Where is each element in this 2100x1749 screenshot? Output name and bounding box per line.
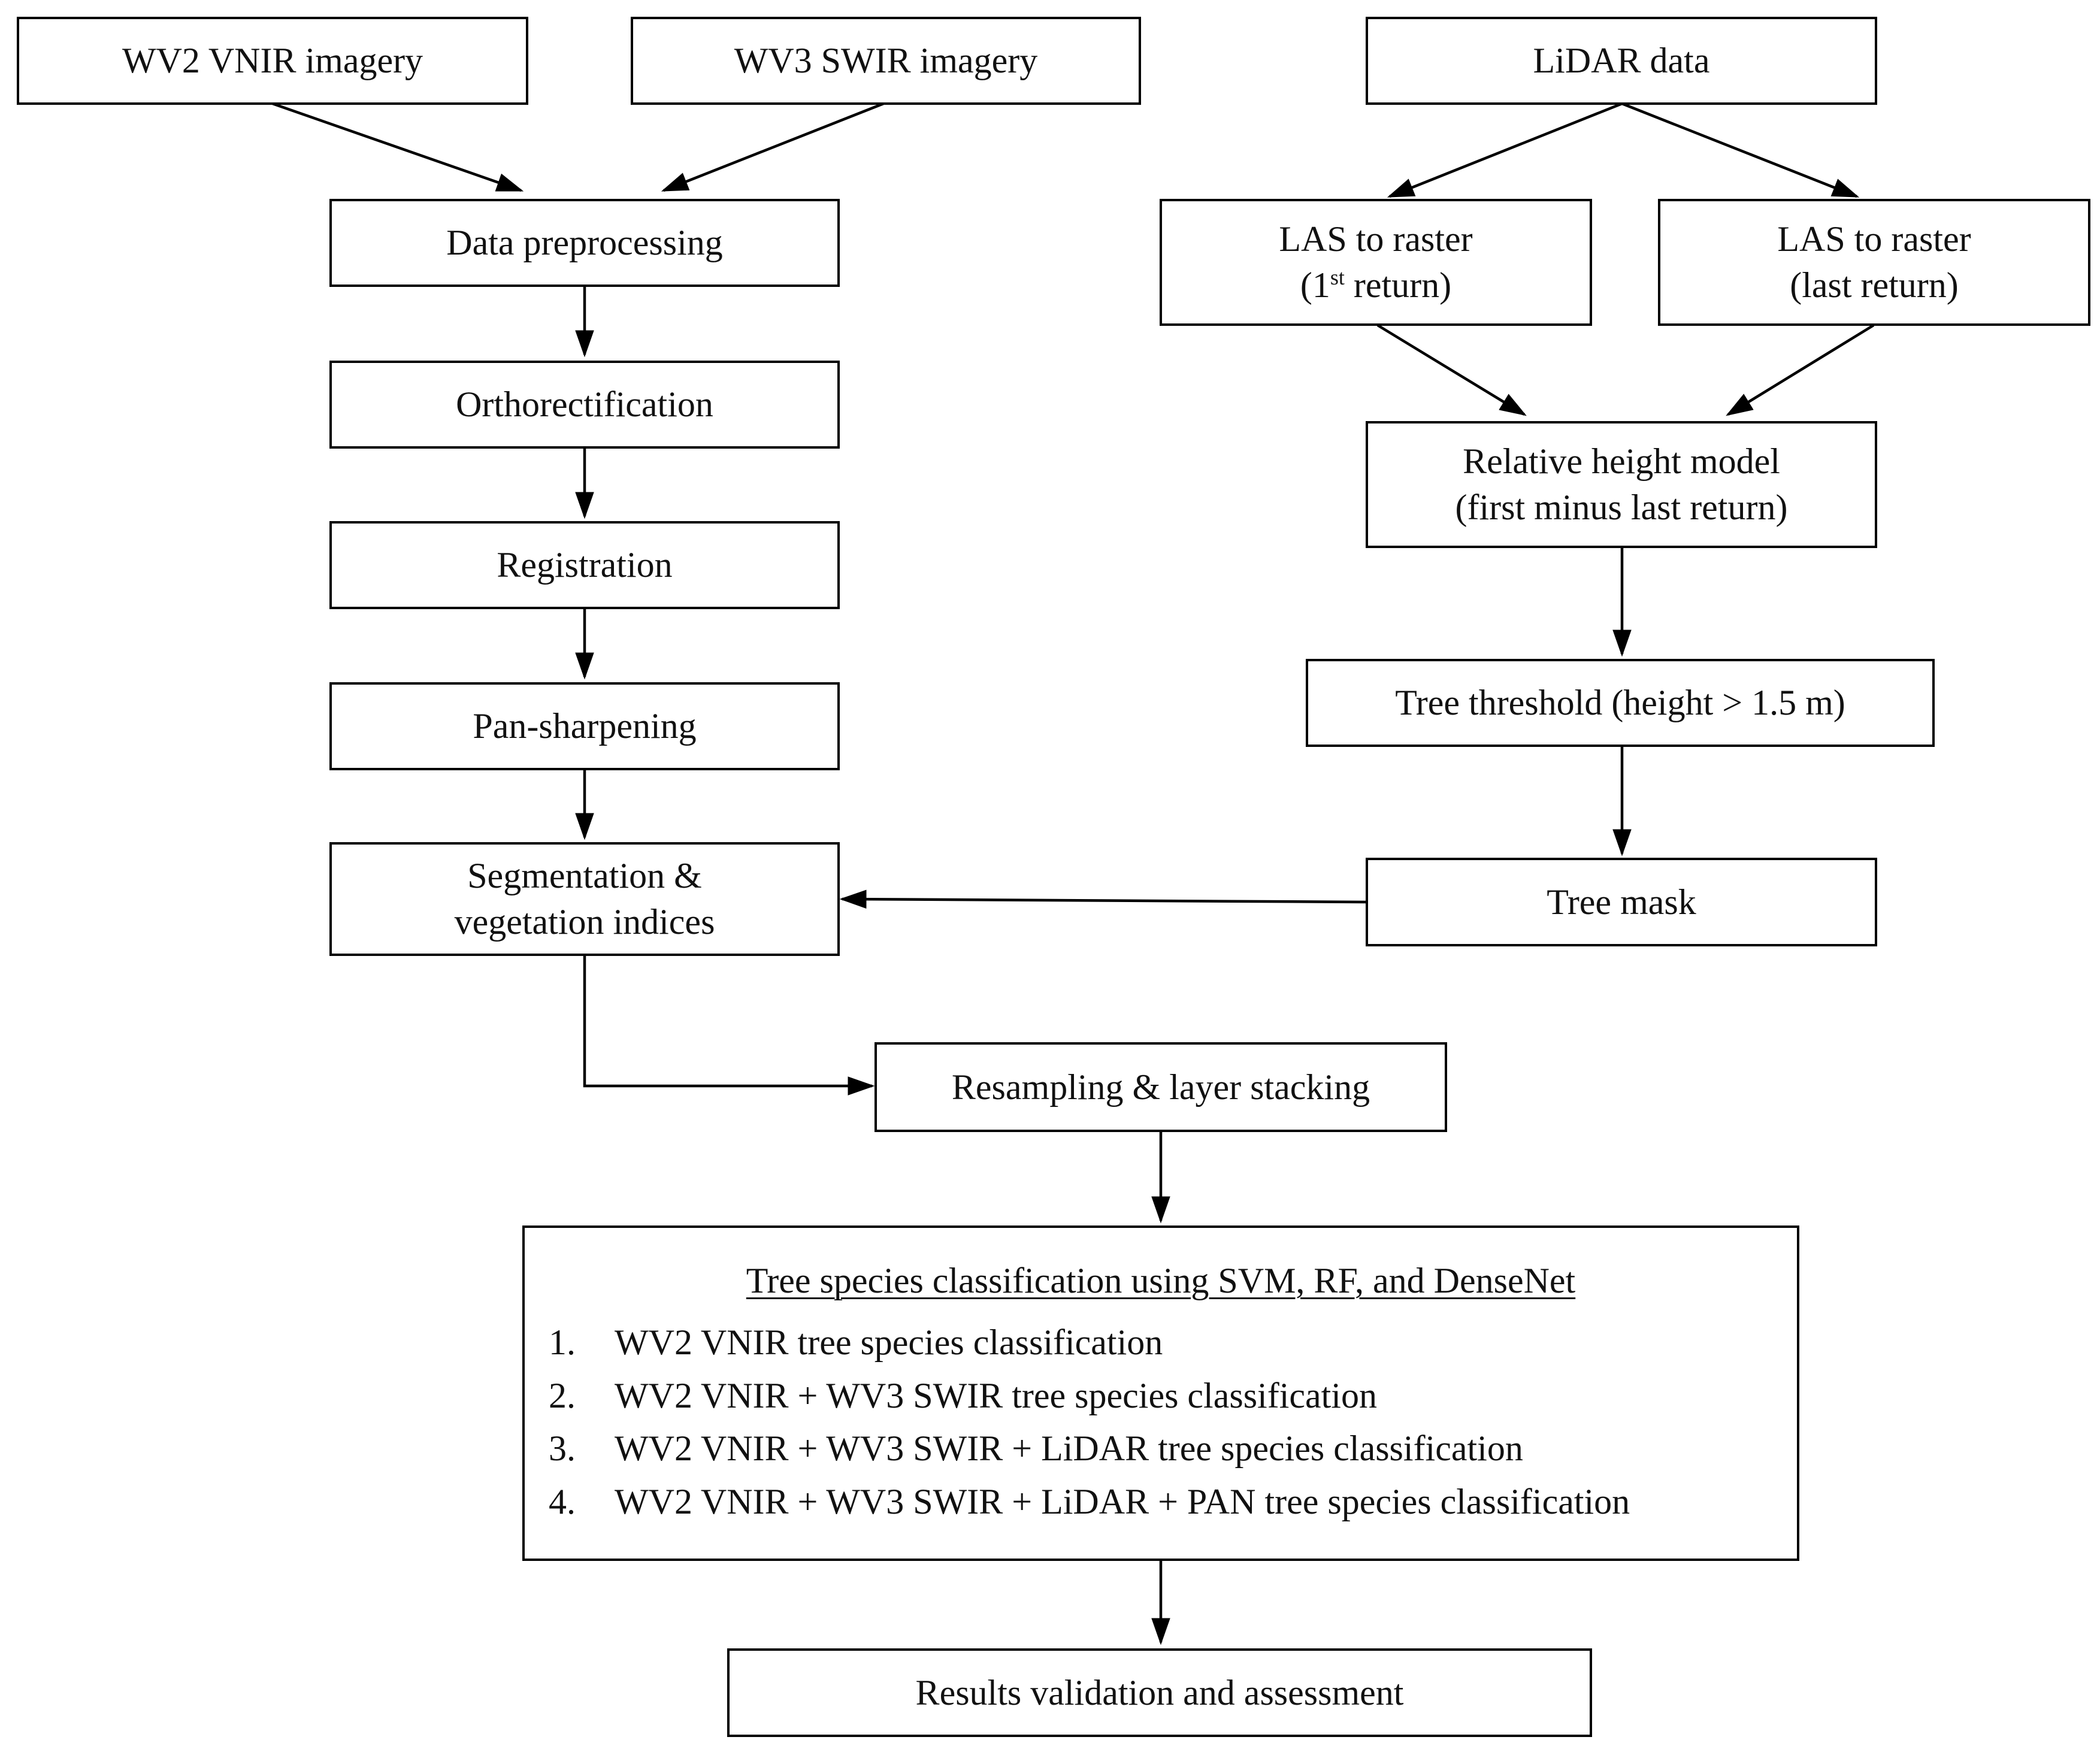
- node-label: Results validation and assessment: [915, 1672, 1404, 1712]
- wv2-vnir-node: WV2 VNIR imagery: [17, 17, 528, 105]
- classification-item: 2. WV2 VNIR + WV3 SWIR tree species clas…: [525, 1373, 1797, 1419]
- node-label: WV2 VNIR imagery: [122, 41, 423, 81]
- lidar-data-node: LiDAR data: [1366, 17, 1877, 105]
- node-label-line2: (1st return): [1300, 262, 1451, 308]
- node-label: Orthorectification: [456, 385, 713, 425]
- tree-mask-node: Tree mask: [1366, 858, 1877, 946]
- superscript-st: st: [1330, 265, 1345, 289]
- arrow-segmentation-to-resampling: [583, 955, 875, 1096]
- node-label: Registration: [497, 545, 673, 585]
- item-number: 2.: [549, 1375, 576, 1415]
- node-label: LiDAR data: [1533, 41, 1710, 81]
- node-label: Resampling & layer stacking: [951, 1067, 1370, 1107]
- item-number: 4.: [549, 1482, 576, 1522]
- arrow-treemask-to-segmentation: [839, 889, 1367, 909]
- tree-threshold-node: Tree threshold (height > 1.5 m): [1306, 659, 1935, 747]
- registration-node: Registration: [329, 521, 840, 609]
- relative-height-model-node: Relative height model (first minus last …: [1366, 421, 1877, 548]
- item-text: WV2 VNIR + WV3 SWIR + LiDAR tree species…: [615, 1429, 1523, 1469]
- node-label-line1: LAS to raster: [1279, 219, 1473, 259]
- resampling-node: Resampling & layer stacking: [875, 1042, 1447, 1132]
- node-label: Data preprocessing: [446, 223, 723, 263]
- item-number: 1.: [549, 1322, 576, 1362]
- node-label-line1: Segmentation &: [467, 856, 702, 896]
- classification-title: Tree species classification using SVM, R…: [746, 1261, 1576, 1300]
- las-to-raster-first-node: LAS to raster (1st return): [1160, 199, 1592, 326]
- arrow-las-last-to-rhm: [1726, 324, 1875, 416]
- node-label-line1: LAS to raster: [1777, 219, 1971, 259]
- node-label: Pan-sharpening: [473, 706, 697, 746]
- node-label-line2: (first minus last return): [1455, 488, 1788, 527]
- data-preprocessing-node: Data preprocessing: [329, 199, 840, 287]
- classification-item: 1. WV2 VNIR tree species classification: [525, 1320, 1797, 1366]
- arrow-lidar-to-las-last: [1621, 102, 1860, 198]
- pan-sharpening-node: Pan-sharpening: [329, 682, 840, 770]
- orthorectification-node: Orthorectification: [329, 361, 840, 449]
- node-label-line2: vegetation indices: [454, 902, 715, 942]
- wv3-swir-node: WV3 SWIR imagery: [631, 17, 1141, 105]
- return-open: (1: [1300, 265, 1330, 305]
- item-text: WV2 VNIR + WV3 SWIR + LiDAR + PAN tree s…: [615, 1482, 1630, 1522]
- classification-item: 3. WV2 VNIR + WV3 SWIR + LiDAR tree spec…: [525, 1426, 1797, 1472]
- node-label: Tree threshold (height > 1.5 m): [1395, 683, 1845, 723]
- segmentation-node: Segmentation & vegetation indices: [329, 842, 840, 956]
- arrow-wv2-to-preprocessing: [272, 102, 524, 192]
- arrow-las-first-to-rhm: [1376, 324, 1527, 416]
- results-validation-node: Results validation and assessment: [727, 1648, 1592, 1737]
- arrow-wv3-to-preprocessing: [661, 102, 884, 192]
- node-label-line1: Relative height model: [1463, 441, 1780, 482]
- node-label-line2: (last return): [1790, 265, 1959, 305]
- arrow-lidar-to-las-first: [1387, 102, 1623, 198]
- node-label: WV3 SWIR imagery: [734, 41, 1038, 81]
- classification-item: 4. WV2 VNIR + WV3 SWIR + LiDAR + PAN tre…: [525, 1479, 1797, 1525]
- item-text: WV2 VNIR + WV3 SWIR tree species classif…: [615, 1375, 1377, 1415]
- item-number: 3.: [549, 1429, 576, 1469]
- item-text: WV2 VNIR tree species classification: [615, 1322, 1163, 1362]
- las-to-raster-last-node: LAS to raster (last return): [1658, 199, 2090, 326]
- return-close: return): [1344, 265, 1452, 305]
- node-label: Tree mask: [1547, 882, 1696, 922]
- classification-node: Tree species classification using SVM, R…: [522, 1225, 1799, 1561]
